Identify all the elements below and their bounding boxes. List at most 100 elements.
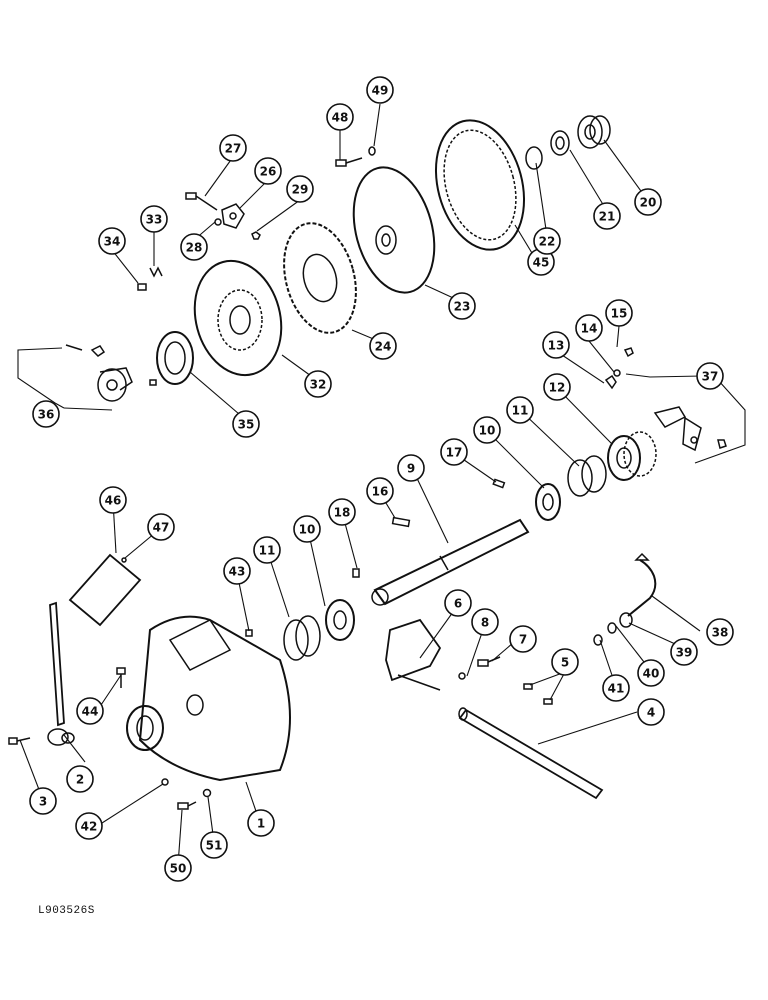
callout-8: 8: [471, 608, 499, 636]
callout-number: 16: [372, 485, 389, 499]
callout-circle: [533, 227, 561, 255]
callout-circle: [706, 618, 734, 646]
callout-number: 20: [640, 196, 657, 210]
callout-40: 40: [637, 659, 665, 687]
callout-circle: [509, 625, 537, 653]
callout-number: 7: [519, 633, 527, 647]
callout-circle: [593, 202, 621, 230]
callout-number: 21: [599, 210, 616, 224]
callout-16: 16: [366, 477, 394, 505]
callout-circle: [180, 233, 208, 261]
bolt-50: [177, 801, 197, 810]
callout-23: 23: [448, 292, 476, 320]
callout-number: 32: [310, 378, 327, 392]
callout-10: 10: [473, 416, 501, 444]
callout-number: 35: [238, 418, 255, 432]
callout-circle: [448, 292, 476, 320]
callout-circle: [634, 188, 662, 216]
actuator-36: [65, 344, 157, 402]
callout-circle: [543, 373, 571, 401]
callout-47: 47: [147, 513, 175, 541]
callout-number: 8: [481, 616, 489, 630]
callout-circle: [223, 557, 251, 585]
callout-1: 1: [247, 809, 275, 837]
callout-number: 27: [225, 142, 242, 156]
callout-9: 9: [397, 454, 425, 482]
bearing-10-lower: [325, 599, 355, 641]
key-5a: [523, 683, 533, 690]
callout-number: 29: [292, 183, 309, 197]
callout-circle: [219, 134, 247, 162]
callout-circle: [506, 396, 534, 424]
callout-number: 11: [512, 404, 529, 418]
fork-6: [385, 618, 442, 691]
callout-circle: [29, 787, 57, 815]
callout-number: 12: [549, 381, 566, 395]
callout-17: 17: [440, 438, 468, 466]
callout-number: 23: [454, 300, 471, 314]
callout-10: 10: [293, 515, 321, 543]
callout-number: 11: [259, 544, 276, 558]
linkage-37: [604, 347, 727, 452]
callout-46: 46: [99, 486, 127, 514]
callout-circle: [326, 103, 354, 131]
pin-18: [352, 568, 360, 578]
callout-34: 34: [98, 227, 126, 255]
callout-11: 11: [506, 396, 534, 424]
callout-number: 34: [104, 235, 121, 249]
callout-number: 45: [533, 256, 550, 270]
callout-number: 51: [206, 839, 223, 853]
callout-circle: [444, 589, 472, 617]
callout-circle: [602, 674, 630, 702]
bolt-48: [335, 157, 363, 167]
callout-layer: 2726292833344849452221202324323536151413…: [29, 76, 734, 882]
callout-number: 39: [676, 646, 693, 660]
plug-42: [161, 778, 169, 786]
callout-44: 44: [76, 697, 104, 725]
callout-circle: [98, 227, 126, 255]
cover-46: [68, 553, 142, 627]
spring-33: [149, 266, 163, 278]
callout-circle: [637, 659, 665, 687]
shaft-9: [371, 518, 530, 606]
callout-number: 5: [561, 656, 569, 670]
callout-circle: [293, 515, 321, 543]
callout-number: 44: [82, 705, 99, 719]
callout-number: 6: [454, 597, 462, 611]
callout-35: 35: [232, 410, 260, 438]
callout-50: 50: [164, 854, 192, 882]
key-17: [492, 478, 506, 489]
callout-number: 37: [702, 370, 719, 384]
ring-gear-45: [434, 119, 526, 251]
callout-12: 12: [543, 373, 571, 401]
callout-number: 9: [407, 462, 415, 476]
callout-number: 14: [581, 322, 598, 336]
callout-circle: [328, 498, 356, 526]
washer-40: [607, 622, 617, 634]
nut-21: [550, 130, 570, 156]
callout-circle: [286, 175, 314, 203]
callout-number: 36: [38, 408, 55, 422]
drawing-id: L903526S: [38, 905, 95, 917]
nut-39: [619, 612, 633, 628]
callout-number: 13: [548, 339, 565, 353]
callout-15: 15: [605, 299, 633, 327]
bolt-44: [116, 667, 126, 688]
callout-circle: [670, 638, 698, 666]
callout-circle: [147, 513, 175, 541]
bolt-3: [8, 737, 31, 745]
callout-51: 51: [200, 831, 228, 859]
plug-43: [245, 629, 253, 637]
callout-24: 24: [369, 332, 397, 360]
washer-49: [368, 146, 376, 156]
callout-circle: [232, 410, 260, 438]
callout-circle: [254, 157, 282, 185]
callout-18: 18: [328, 498, 356, 526]
callout-38: 38: [706, 618, 734, 646]
key-5b: [543, 698, 553, 705]
callout-circle: [397, 454, 425, 482]
callout-number: 43: [229, 565, 246, 579]
callout-5: 5: [551, 648, 579, 676]
disc-23: [352, 166, 436, 294]
